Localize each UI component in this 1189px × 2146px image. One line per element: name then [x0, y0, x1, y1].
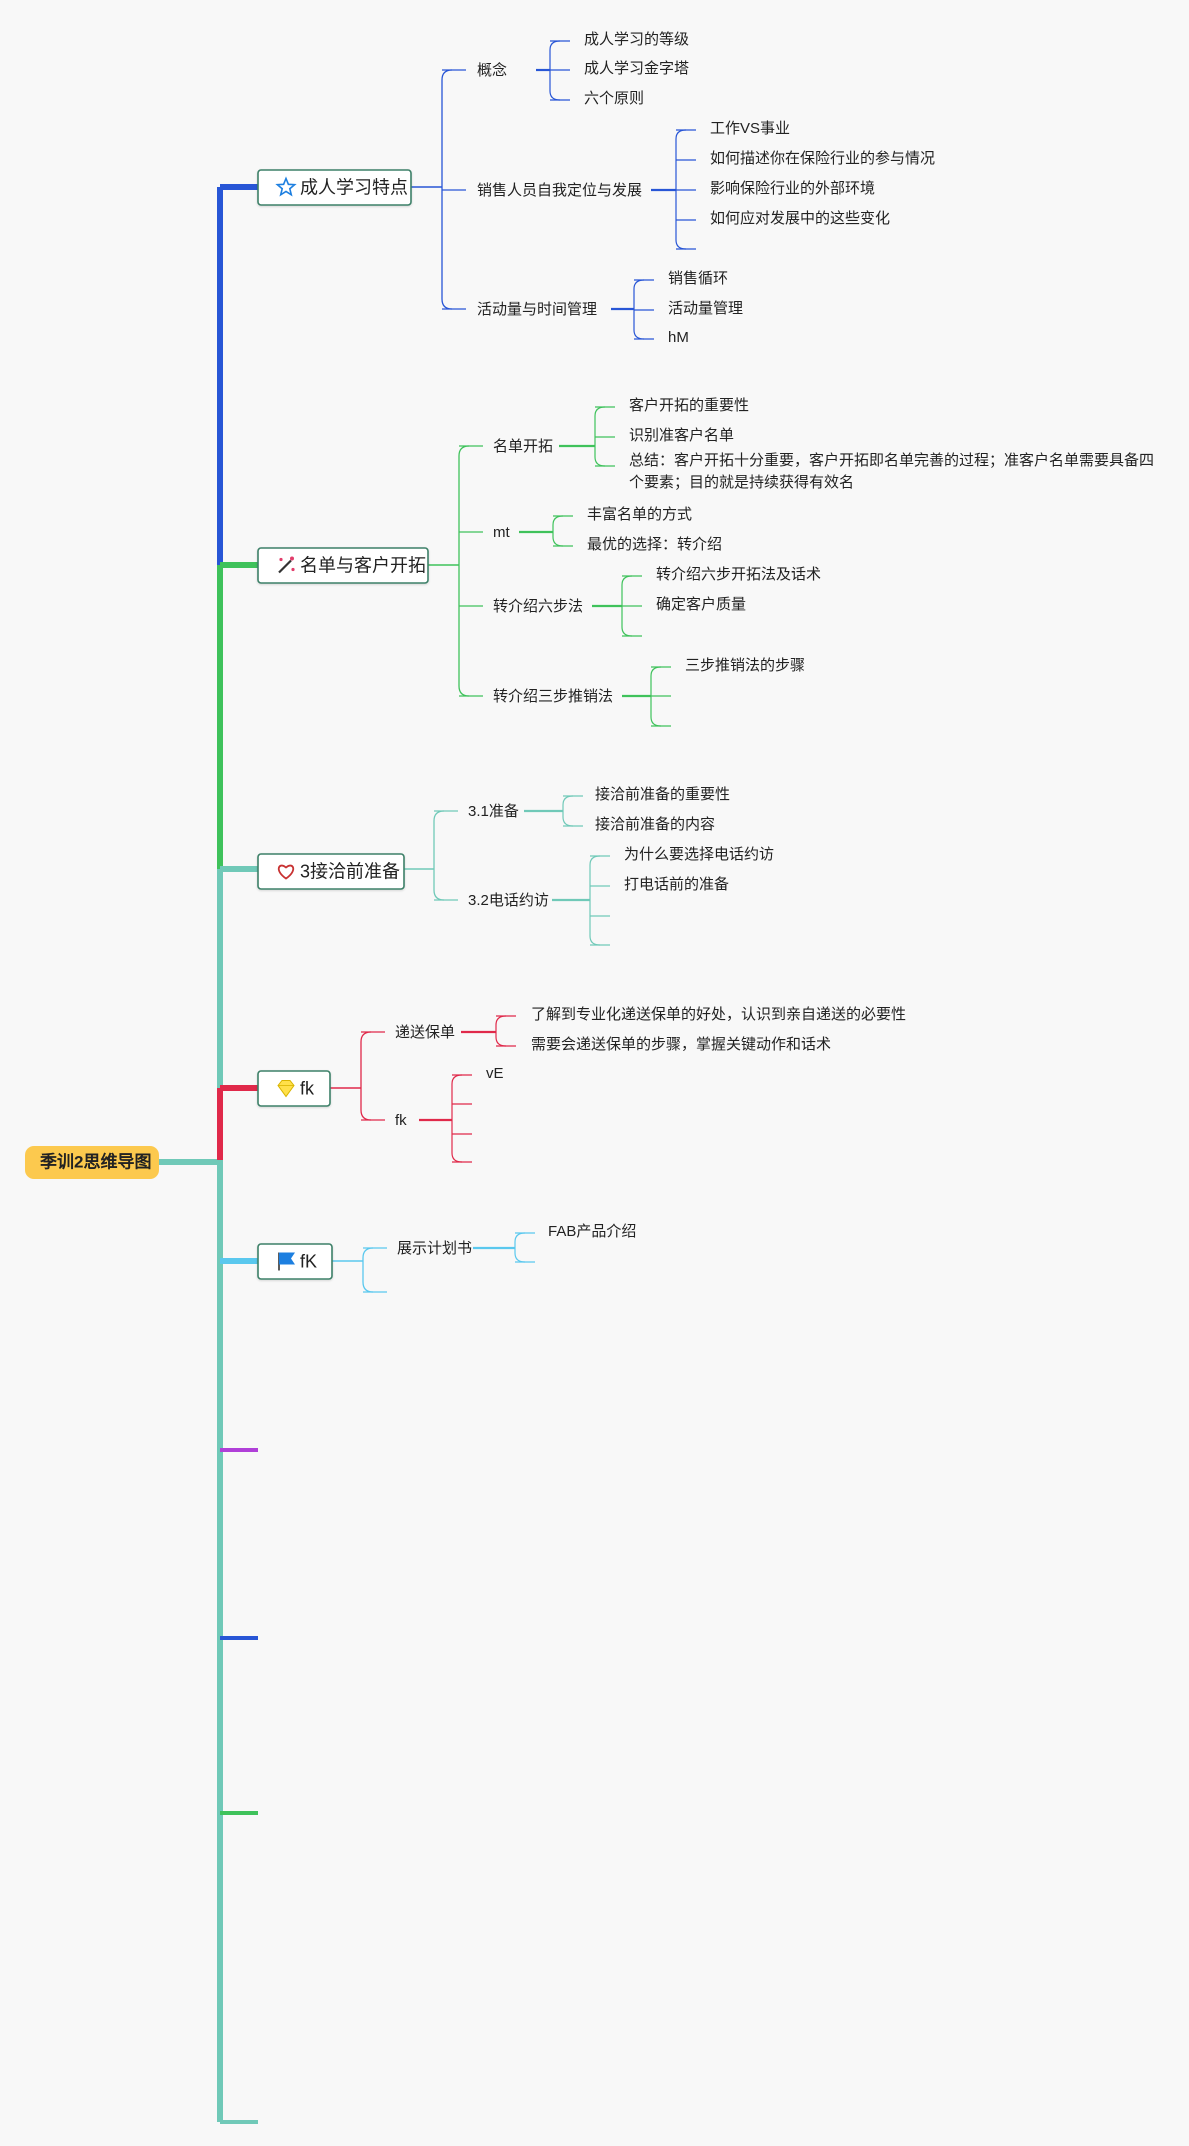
leaf-node-2-4-1[interactable]: 三步推销法的步骤: [685, 657, 805, 674]
nodes-layer: 季训2思维导图 成人学习特点 概念 成人学习的等级成人学习金字塔六个原则销售人员自我定…: [25, 30, 1154, 1280]
leaf-node-1-1-2[interactable]: 成人学习金字塔: [584, 60, 689, 77]
connector-line: [514, 1232, 526, 1263]
leaf-node-3-2-1[interactable]: 为什么要选择电话约访: [624, 846, 774, 863]
sub-node-5-1[interactable]: 展示计划书: [397, 1240, 472, 1257]
sub-node-1-3[interactable]: 活动量与时间管理: [477, 301, 597, 318]
leaf-node-1-2-3[interactable]: 影响保险行业的外部环境: [710, 179, 875, 197]
branch-node-3[interactable]: [257, 853, 405, 890]
branch-node-1[interactable]: [257, 169, 412, 206]
sub-node-2-1[interactable]: 名单开拓: [493, 438, 553, 455]
leaf-node-3-2-2[interactable]: 打电话前的准备: [624, 876, 729, 893]
sub-node-4-2[interactable]: fk: [395, 1112, 407, 1129]
branch-node-4[interactable]: [257, 1070, 331, 1107]
branch-label-2[interactable]: 名单与客户开拓: [300, 555, 426, 575]
leaf-node-1-1-1[interactable]: 成人学习的等级: [584, 30, 689, 48]
connector-line: [362, 1247, 374, 1293]
sub-node-1-1[interactable]: 概念: [477, 61, 507, 79]
leaf-node-4-1-1[interactable]: 了解到专业化递送保单的好处，认识到亲自递送的必要性: [531, 1006, 906, 1023]
leaf-node-2-1-2[interactable]: 识别准客户名单: [629, 427, 734, 444]
connector-line: [433, 810, 445, 901]
magic-wand-icon: [278, 556, 295, 574]
leaf-node-2-1-3[interactable]: 总结：客户开拓十分重要，客户开拓即名单完善的过程；准客户名单需要具备四个要素；目…: [629, 452, 1154, 491]
connector-line: [360, 1031, 372, 1121]
leaf-node-1-2-1[interactable]: 工作VS事业: [710, 120, 790, 137]
sub-node-1-2[interactable]: 销售人员自我定位与发展: [477, 182, 642, 199]
leaf-node-1-1-3[interactable]: 六个原则: [584, 90, 644, 107]
leaf-node-2-2-2[interactable]: 最优的选择：转介绍: [587, 536, 722, 553]
branch-label-5[interactable]: fK: [300, 1251, 317, 1271]
leaf-node-1-3-1[interactable]: 销售循环: [668, 270, 728, 287]
leaf-node-3-1-2[interactable]: 接洽前准备的内容: [595, 816, 715, 833]
sub-node-4-1[interactable]: 递送保单: [395, 1024, 455, 1041]
connector-line: [552, 515, 564, 547]
leaf-node-1-3-2[interactable]: 活动量管理: [668, 300, 743, 317]
leaf-node-5-1-1[interactable]: FAB产品介绍: [548, 1223, 636, 1240]
branch-label-4[interactable]: fk: [300, 1078, 315, 1098]
star-icon: [275, 176, 297, 197]
leaf-node-4-2-1[interactable]: vE: [486, 1065, 504, 1082]
sub-node-2-3[interactable]: 转介绍六步法: [493, 598, 583, 615]
connector-line: [562, 795, 574, 827]
root-node[interactable]: [25, 1146, 159, 1179]
leaf-node-2-1-1[interactable]: 客户开拓的重要性: [629, 397, 749, 414]
connector-layer: [159, 40, 696, 2124]
connector-line: [495, 1015, 507, 1047]
connector-line: [458, 445, 470, 697]
leaf-node-2-3-1[interactable]: 转介绍六步开拓法及话术: [656, 566, 821, 583]
leaf-node-1-3-3[interactable]: hM: [668, 329, 689, 346]
branch-node-5[interactable]: [257, 1243, 333, 1280]
branch-node-2[interactable]: [257, 547, 429, 584]
sub-node-3-1[interactable]: 3.1准备: [468, 803, 519, 820]
heart-icon: [277, 864, 295, 880]
connector-line: [589, 855, 601, 946]
leaf-node-1-2-4[interactable]: 如何应对发展中的这些变化: [710, 209, 890, 227]
root-label[interactable]: 季训2思维导图: [40, 1151, 151, 1171]
sub-node-2-4[interactable]: 转介绍三步推销法: [493, 688, 613, 705]
sub-node-3-2[interactable]: 3.2电话约访: [468, 892, 549, 909]
gem-icon: [277, 1080, 295, 1098]
sub-node-2-2[interactable]: mt: [493, 524, 510, 541]
leaf-node-1-2-2[interactable]: 如何描述你在保险行业的参与情况: [710, 150, 935, 167]
connector-line: [451, 1074, 463, 1163]
leaf-node-2-2-1[interactable]: 丰富名单的方式: [587, 505, 692, 523]
branch-label-1[interactable]: 成人学习特点: [300, 177, 408, 197]
leaf-node-3-1-1[interactable]: 接洽前准备的重要性: [595, 786, 730, 803]
branch-label-3[interactable]: 3接洽前准备: [300, 861, 400, 881]
leaf-node-2-3-2[interactable]: 确定客户质量: [656, 596, 746, 613]
flag-icon: [278, 1252, 295, 1271]
leaf-node-4-1-2[interactable]: 需要会递送保单的步骤，掌握关键动作和话术: [531, 1036, 831, 1053]
